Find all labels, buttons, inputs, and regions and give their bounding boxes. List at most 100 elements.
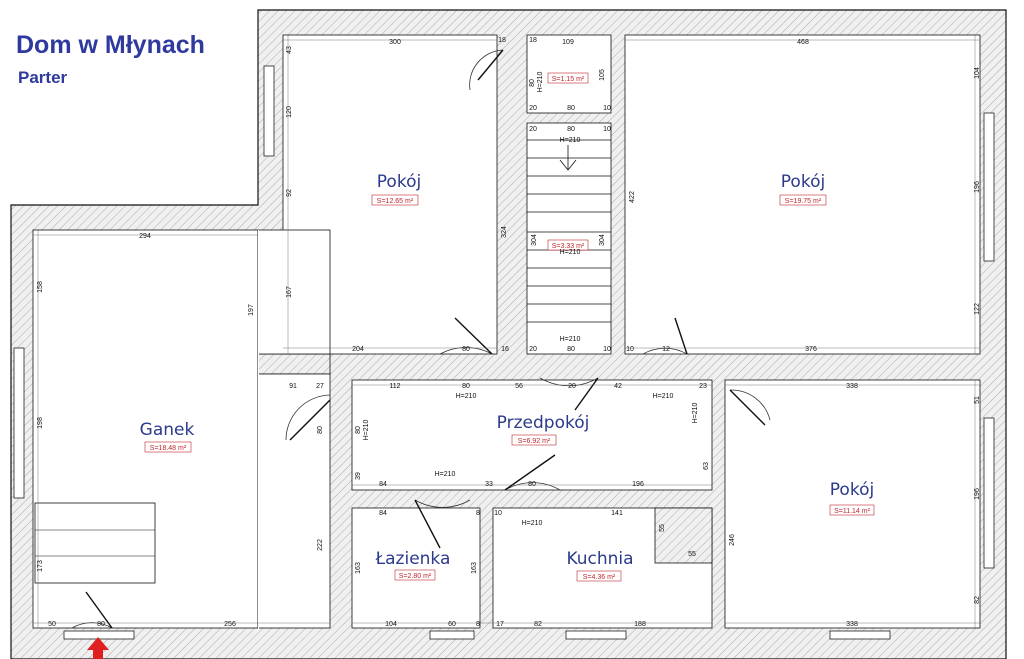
dim-label: 80 <box>567 105 575 112</box>
dim-label: 10 <box>626 346 634 353</box>
svg-text:S=1.15 m²: S=1.15 m² <box>552 76 585 83</box>
dim-label: 55 <box>659 524 666 532</box>
svg-text:Ganek: Ganek <box>140 420 195 440</box>
room-label-ganek: Ganek S=18.48 m² <box>140 420 195 453</box>
door-height-label: H=210 <box>456 393 477 400</box>
dim-label: 222 <box>317 539 324 551</box>
svg-text:S=19.75 m²: S=19.75 m² <box>785 198 822 205</box>
red-arrow-up-icon <box>87 637 109 659</box>
svg-text:Łazienka: Łazienka <box>375 549 451 569</box>
area-label-wc: S=1.15 m² <box>547 72 589 84</box>
area-label-stairs: S=3.33 m² <box>547 239 589 251</box>
dim-label: 204 <box>352 346 364 353</box>
dim-label: 82 <box>534 621 542 628</box>
dim-label: 92 <box>286 189 293 197</box>
dim-label: 10 <box>603 346 611 353</box>
dim-label: 17 <box>496 621 504 628</box>
dim-label: 50 <box>48 621 56 628</box>
dim-label: 80 <box>317 426 324 434</box>
dim-label: 80 <box>97 621 105 628</box>
dim-label: 23 <box>699 383 707 390</box>
dim-label: 20 <box>529 126 537 133</box>
dim-label: 42 <box>614 383 622 390</box>
door-height-label: H=210 <box>653 393 674 400</box>
svg-text:Pokój: Pokój <box>377 172 421 192</box>
room-label-pokoj-2: Pokój S=19.75 m² <box>779 172 827 206</box>
dim-label: 163 <box>355 562 362 574</box>
dim-label: 84 <box>379 510 387 517</box>
door-height-label: H=210 <box>522 520 543 527</box>
dim-label: 8 <box>476 510 480 517</box>
dim-label: 376 <box>805 346 817 353</box>
dim-label: 80 <box>567 346 575 353</box>
dim-label: 104 <box>385 621 397 628</box>
svg-text:S=2.80 m²: S=2.80 m² <box>399 573 432 580</box>
svg-text:Przedpokój: Przedpokój <box>497 413 590 433</box>
dim-label: 55 <box>688 551 696 558</box>
dim-label: 246 <box>729 534 736 546</box>
svg-text:S=3.33 m²: S=3.33 m² <box>552 243 585 250</box>
svg-text:S=11.14 m²: S=11.14 m² <box>834 508 871 515</box>
dim-label: 196 <box>632 481 644 488</box>
door-height-label: H=210 <box>537 71 544 92</box>
dim-label: 20 <box>529 346 537 353</box>
dim-label: 188 <box>634 621 646 628</box>
dim-label: 80 <box>567 126 575 133</box>
room-label-pokoj-3: Pokój S=11.14 m² <box>829 480 875 516</box>
dim-label: 27 <box>316 383 324 390</box>
dim-label: 256 <box>224 621 236 628</box>
staircase <box>527 139 611 323</box>
dim-label: 82 <box>974 596 981 604</box>
dim-label: 294 <box>139 233 151 240</box>
door-height-label: H=210 <box>435 471 456 478</box>
dim-label: 304 <box>531 234 538 246</box>
dimension-lines <box>33 35 980 628</box>
dim-label: 18 <box>529 37 537 44</box>
dim-label: 163 <box>471 562 478 574</box>
dim-label: 197 <box>248 304 255 316</box>
dim-label: 141 <box>611 510 623 517</box>
door-height-label: H=210 <box>560 137 581 144</box>
dim-label: 8 <box>476 621 480 628</box>
dim-label: 12 <box>662 346 670 353</box>
plan-title: Dom w Młynach <box>16 31 205 59</box>
dim-label: 173 <box>37 560 44 572</box>
room-label-przedpokoj: Przedpokój S=6.92 m² <box>497 413 590 446</box>
dim-label: 422 <box>629 191 636 203</box>
svg-text:Pokój: Pokój <box>781 172 825 192</box>
dim-label: 80 <box>355 426 362 434</box>
door-height-label: H=210 <box>363 419 370 440</box>
dim-label: 33 <box>485 481 493 488</box>
dim-label: 16 <box>501 346 509 353</box>
room-label-pokoj-1: Pokój S=12.65 m² <box>371 172 421 206</box>
entrance-steps <box>34 502 156 584</box>
dim-label: 198 <box>37 417 44 429</box>
dim-label: 338 <box>846 383 858 390</box>
svg-text:S=18.48 m²: S=18.48 m² <box>150 445 187 452</box>
dim-label: 10 <box>603 105 611 112</box>
room-label-lazienka: Łazienka S=2.80 m² <box>375 549 451 581</box>
dim-label: 196 <box>974 488 981 500</box>
dim-label: 84 <box>379 481 387 488</box>
dim-label: 43 <box>286 46 293 54</box>
room-label-kuchnia: Kuchnia S=4.36 m² <box>566 549 634 582</box>
dim-label: 158 <box>37 281 44 293</box>
dim-label: 20 <box>529 105 537 112</box>
svg-text:Kuchnia: Kuchnia <box>566 549 633 569</box>
dim-label: 63 <box>703 462 710 470</box>
dim-label: 91 <box>289 383 297 390</box>
door-height-label: H=210 <box>560 249 581 256</box>
dim-label: 196 <box>974 181 981 193</box>
floor-subtitle: Parter <box>18 68 68 87</box>
windows <box>13 65 995 640</box>
svg-text:S=4.36 m²: S=4.36 m² <box>583 574 616 581</box>
dim-label: 10 <box>603 126 611 133</box>
dim-label: 60 <box>448 621 456 628</box>
dim-label: 80 <box>529 79 536 87</box>
svg-text:Pokój: Pokój <box>830 480 874 500</box>
dim-label: 120 <box>286 106 293 118</box>
dim-label: 51 <box>974 396 981 404</box>
dim-label: 109 <box>562 39 574 46</box>
door-height-labels: H=210 H=210 H=210 H=210 H=210 H=210 H=21… <box>363 71 699 527</box>
